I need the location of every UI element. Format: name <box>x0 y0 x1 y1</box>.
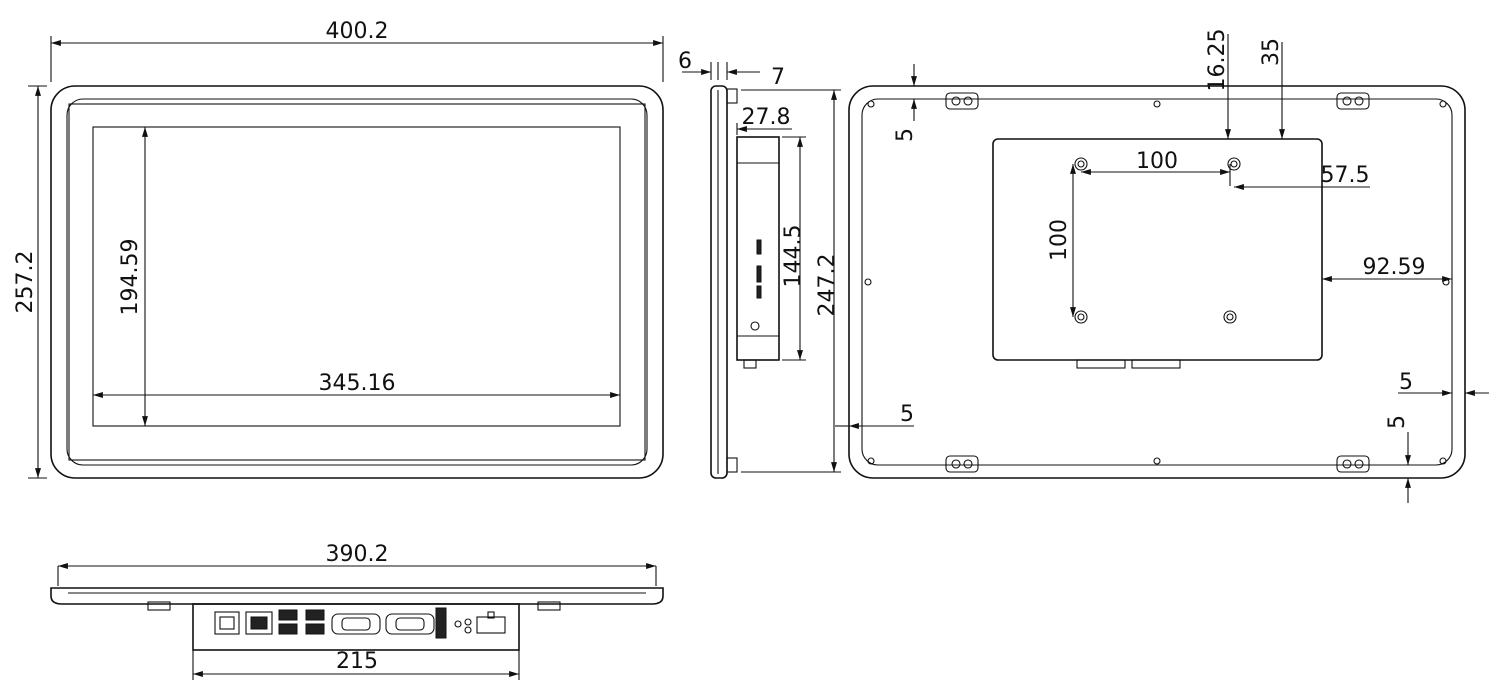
back-top-label: 16.25 <box>1205 29 1230 92</box>
back-outer-frame <box>848 85 1466 479</box>
front-view: 400.2 257.2 194.59 345.16 <box>13 19 664 479</box>
bottom-view: 390.2 215 <box>50 542 664 680</box>
bottom-panel <box>50 587 664 605</box>
front-height-label: 257.2 <box>13 251 38 314</box>
side-box-height-label: 144.5 <box>781 225 806 288</box>
bottom-box-width-label: 215 <box>336 649 378 674</box>
back-view: 5 16.25 35 100 100 57.5 92.59 <box>835 29 1489 503</box>
dim-back-bottom-right: 5 <box>1385 415 1411 503</box>
dim-back-bottom-left: 5 <box>835 402 914 429</box>
dim-back-right-margin: 5 <box>1398 370 1489 396</box>
dim-front-height: 257.2 <box>13 85 47 479</box>
back-right-margin-label: 5 <box>1399 370 1413 395</box>
dim-side-box-height: 144.5 <box>781 136 806 361</box>
side-bezel-label: 6 <box>678 49 692 74</box>
dim-vesa-horizontal: 100 <box>1081 149 1231 186</box>
back-right-offset-2-label: 92.59 <box>1363 255 1426 280</box>
side-depth-label: 7 <box>771 65 785 90</box>
dim-vesa-vertical: 100 <box>1047 164 1076 317</box>
bottom-box <box>192 603 520 651</box>
vesa-holes <box>1074 157 1241 324</box>
screen-width-label: 345.16 <box>319 371 396 396</box>
back-screws <box>864 100 1450 465</box>
vesa-horizontal-label: 100 <box>1136 149 1178 174</box>
side-panel <box>710 85 728 479</box>
side-offset-label: 27.8 <box>742 105 791 130</box>
dim-back-right-offset-2: 92.59 <box>1322 255 1452 282</box>
front-outer-frame <box>50 85 664 479</box>
front-width-label: 400.2 <box>326 19 389 44</box>
side-box <box>736 136 780 361</box>
front-inner-frame <box>66 98 648 466</box>
front-bezel <box>68 103 646 461</box>
dim-back-right-offset: 57.5 <box>1234 163 1370 190</box>
vesa-vertical-label: 100 <box>1047 219 1072 261</box>
dim-bottom-width: 390.2 <box>57 542 657 586</box>
side-view: 6 7 27.8 144.5 247.2 <box>678 49 841 479</box>
front-screen <box>92 126 621 427</box>
bottom-width-label: 390.2 <box>326 542 389 567</box>
back-brackets <box>945 92 1370 473</box>
back-top-left-label: 5 <box>893 128 918 142</box>
dim-side-top: 6 7 <box>678 49 785 90</box>
dim-back-top-left: 5 <box>893 64 918 142</box>
back-right-offset-label: 57.5 <box>1321 163 1370 188</box>
back-bottom-left-label: 5 <box>900 402 914 427</box>
bottom-ports <box>214 607 506 639</box>
back-bottom-right-label: 5 <box>1385 415 1410 429</box>
dim-front-width: 400.2 <box>50 19 664 82</box>
back-inner-frame <box>861 98 1453 466</box>
dim-screen-width: 345.16 <box>93 371 620 398</box>
dim-side-height: 247.2 <box>741 89 841 473</box>
side-height-label: 247.2 <box>815 254 840 317</box>
dim-bottom-box-width: 215 <box>192 649 520 680</box>
dim-side-offset: 27.8 <box>736 105 792 135</box>
dim-back-top: 16.25 35 <box>1205 29 1285 139</box>
dim-screen-height: 194.59 <box>118 127 148 426</box>
screen-height-label: 194.59 <box>118 239 143 316</box>
back-top-2-label: 35 <box>1259 38 1284 66</box>
